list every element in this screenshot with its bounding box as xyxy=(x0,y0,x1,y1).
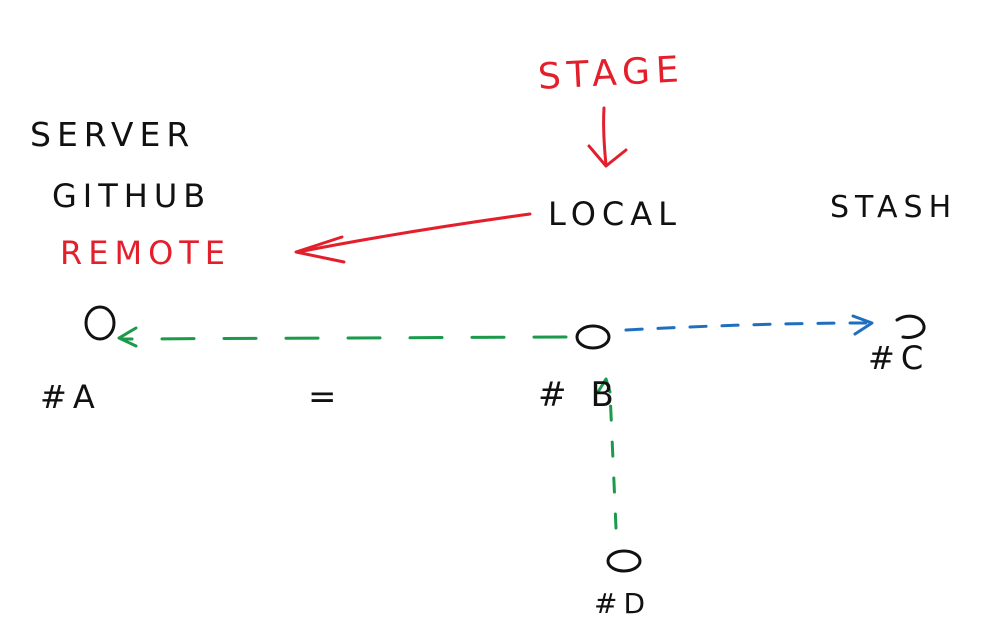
commit-b-node xyxy=(575,324,611,350)
equals-sign: = xyxy=(308,377,343,417)
commit-a-label: #A xyxy=(40,378,101,416)
local-label: LOCAL xyxy=(548,195,682,233)
local-to-stash-arrow xyxy=(624,314,874,336)
remote-label: REMOTE xyxy=(60,234,232,272)
commit-c-label: #C xyxy=(868,339,930,377)
github-label: GITHUB xyxy=(52,177,212,215)
stage-to-local-arrow xyxy=(587,106,628,168)
server-label: SERVER xyxy=(30,115,196,154)
stash-label: STASH xyxy=(830,190,958,225)
local-to-remote-push-arrow xyxy=(117,326,568,348)
commit-c-node xyxy=(895,314,926,339)
commit-a-node xyxy=(84,305,116,341)
stage-label: STAGE xyxy=(537,49,686,98)
local-to-remote-arrow xyxy=(294,212,532,264)
commit-d-to-b-arrow xyxy=(596,377,618,530)
commit-d-label: #D xyxy=(594,587,652,620)
commit-d-node xyxy=(606,549,642,573)
commit-b-label: #B xyxy=(538,375,638,415)
